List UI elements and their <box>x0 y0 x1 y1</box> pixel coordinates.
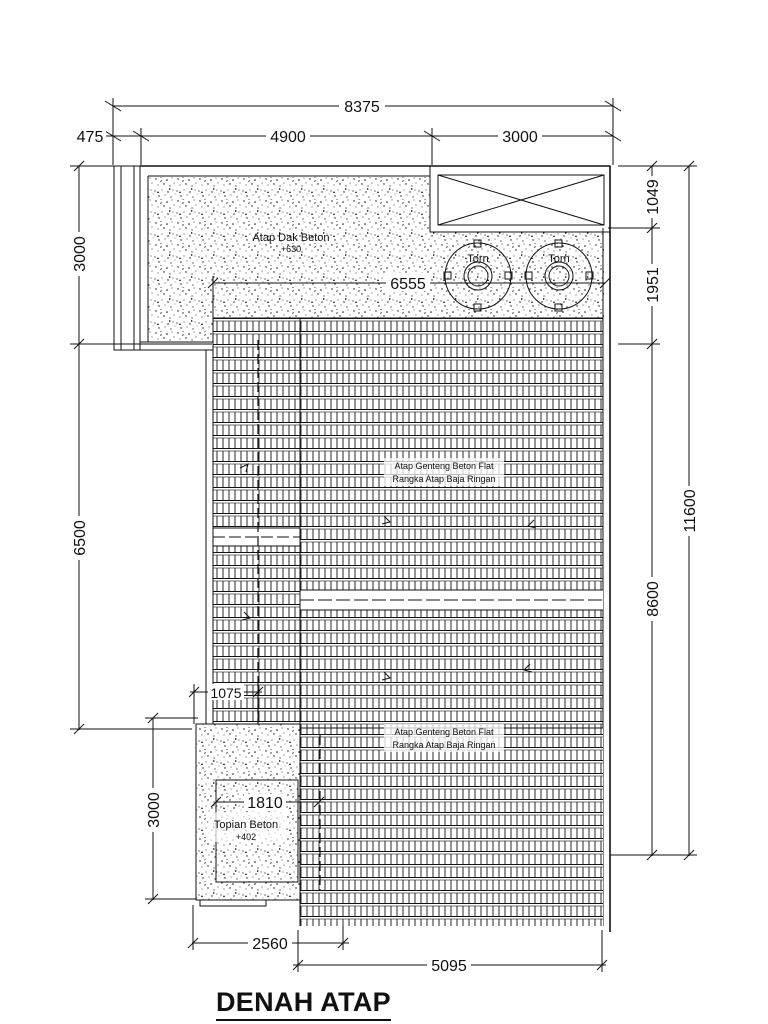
dim-left-lower: 3000 <box>146 792 163 828</box>
roof-label-1-b: Rangka Atap Baja Ringan <box>392 474 495 484</box>
roof-label-1-a: Atap Genteng Beton Flat <box>394 461 494 471</box>
dim-inner-6555: 6555 <box>390 276 426 293</box>
dim-right-c: 8600 <box>645 581 662 617</box>
dim-bottom-left: 2560 <box>252 936 288 953</box>
torn-label-1: Torn <box>467 253 488 265</box>
roof-ridge-left <box>213 527 300 547</box>
slope-arrows <box>239 463 537 681</box>
dim-top-left: 475 <box>77 129 104 146</box>
dim-top-mid: 4900 <box>270 129 306 146</box>
canopy-label: Topian Beton <box>214 819 278 831</box>
concrete-slab-right-strip <box>430 232 604 320</box>
dim-inner-1810: 1810 <box>247 795 283 812</box>
dim-right-a: 1049 <box>645 179 662 215</box>
dim-top-total: 8375 <box>344 99 380 116</box>
dim-bottom-right: 5095 <box>431 958 467 975</box>
tiled-roof-lower <box>300 728 603 926</box>
water-tank-2 <box>524 239 594 312</box>
tiled-roof-main <box>213 318 603 728</box>
torn-label-2: Torn <box>548 253 569 265</box>
roof-opening-box <box>429 165 611 233</box>
dak-label: Atap Dak Beton <box>252 232 329 244</box>
roof-ridge-horizontal <box>300 589 603 611</box>
dim-top-right: 3000 <box>502 129 538 146</box>
dim-right-b: 1951 <box>645 267 662 303</box>
page-title: DENAH ATAP <box>216 986 391 1021</box>
dim-right-total: 11600 <box>682 489 699 532</box>
roof-label-2-a: Atap Genteng Beton Flat <box>394 727 494 737</box>
dim-left-upper: 3000 <box>72 236 89 272</box>
dim-left-mid: 6500 <box>72 520 89 556</box>
dak-level: +630 <box>281 244 301 254</box>
canopy-level: +402 <box>236 832 256 842</box>
dim-inner-1075: 1075 <box>210 685 241 701</box>
concrete-slab-dak <box>148 176 430 342</box>
roof-label-2-b: Rangka Atap Baja Ringan <box>392 740 495 750</box>
water-tank-1 <box>443 239 513 312</box>
